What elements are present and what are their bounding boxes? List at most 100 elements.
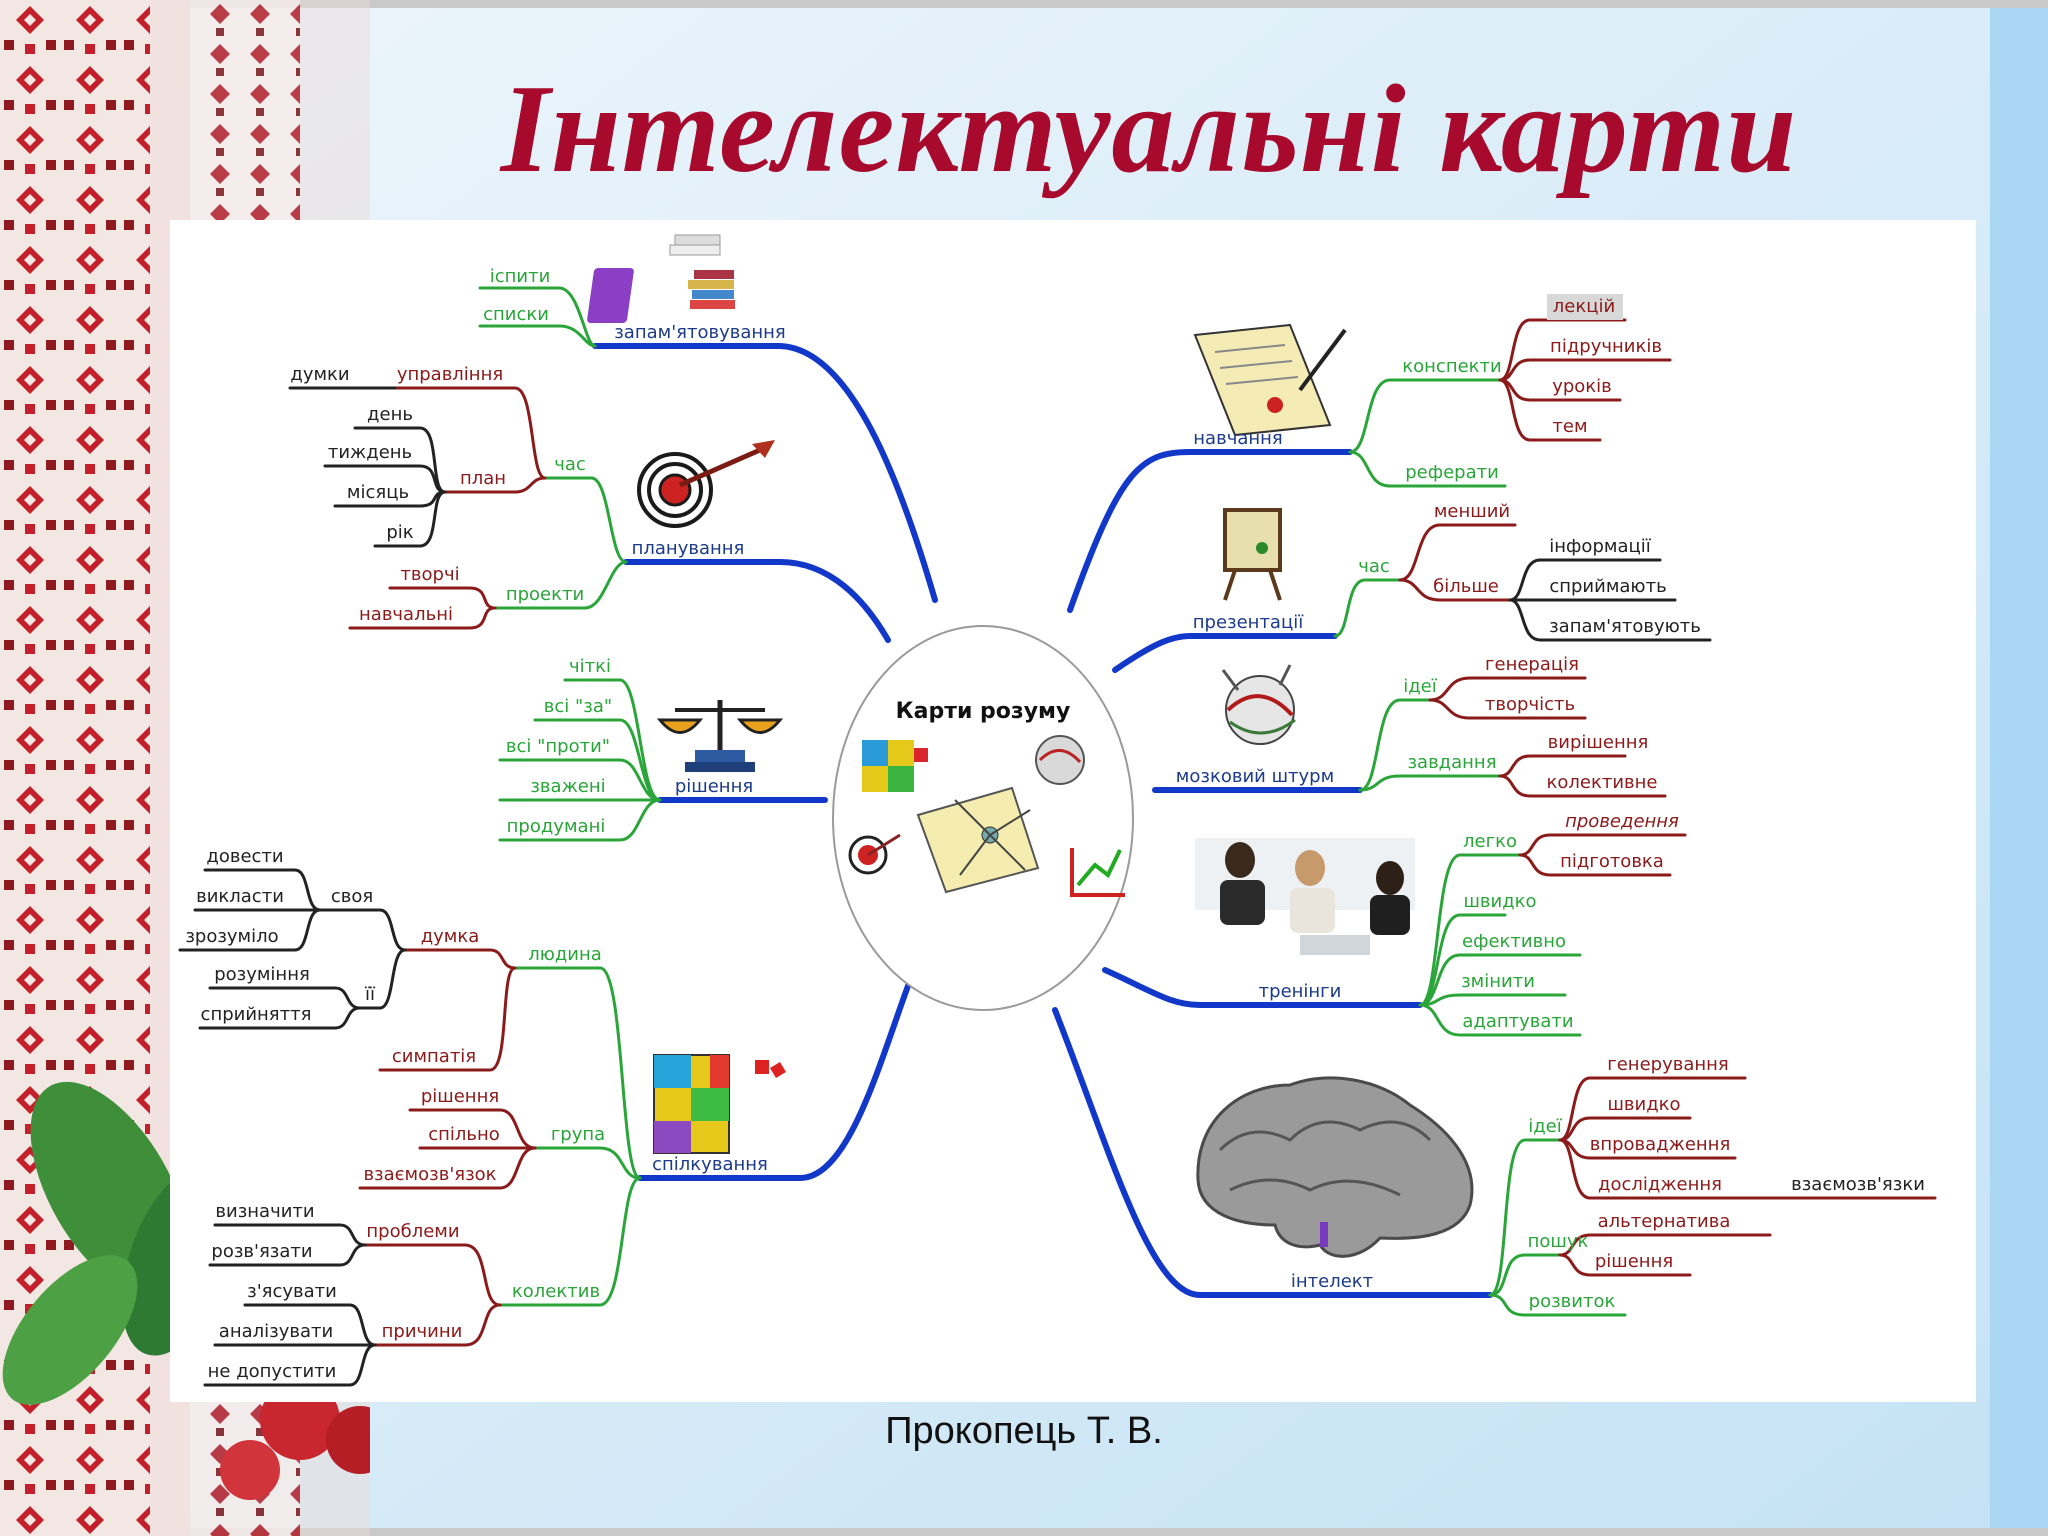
leaf-rishennia-grupa[interactable]: рішення [421,1086,499,1107]
leaf-pidruchnykiv[interactable]: підручників [1550,336,1662,357]
leaf-ispyty[interactable]: іспити [490,266,551,287]
branch-line-intelekt [1052,1007,1493,1298]
leaf-vprovadzhennia[interactable]: впровадження [1590,1134,1731,1155]
node-yii[interactable]: її [364,984,376,1005]
leaf-adaptuvaty[interactable]: адаптувати [1462,1011,1573,1032]
leaf-den[interactable]: день [367,404,413,425]
leaf-vzaiemozviazok[interactable]: взаємозв'язок [363,1164,496,1185]
leaf-rik[interactable]: рік [386,522,413,543]
node-chas-right[interactable]: час [1358,556,1390,577]
branch-navch[interactable]: навчання [1193,428,1282,449]
branch-line-prez [1112,633,1338,673]
leaf-alternatyva[interactable]: альтернатива [1598,1211,1731,1232]
node-chas-left[interactable]: час [554,454,586,475]
node-idei-mozk[interactable]: ідеї [1403,676,1438,697]
leaf-navchalni[interactable]: навчальні [359,604,453,625]
node-idei-intelekt[interactable]: ідеї [1528,1116,1563,1137]
node-svoia[interactable]: своя [331,886,373,907]
leaf-tyzhden[interactable]: тиждень [328,442,412,463]
node-kolektyv[interactable]: колектив [512,1281,600,1302]
leaf-zrozumilo[interactable]: зрозуміло [185,926,278,947]
brain-icon [1196,1076,1474,1258]
leaf-zvazheni[interactable]: зважені [530,776,605,797]
node-poshuk[interactable]: пошук [1528,1231,1589,1252]
node-liudyna[interactable]: людина [528,944,602,965]
leaf-vyrishennia[interactable]: вирішення [1548,732,1649,753]
node-proekty[interactable]: проекти [506,584,584,605]
leaf-pidgotovka[interactable]: підготовка [1560,851,1664,872]
slide-title: Інтелектуальні карти [500,60,1798,199]
growth-chart-icon [1070,848,1125,897]
leaf-shvydko-trening[interactable]: швидко [1463,891,1536,912]
leaf-vsi-proty[interactable]: всі "проти" [506,736,610,757]
leaf-rozviazaty[interactable]: розв'язати [211,1241,312,1262]
leaf-dumky[interactable]: думки [290,364,349,385]
node-bilshe[interactable]: більше [1433,576,1499,597]
leaf-tvorchist[interactable]: творчість [1485,694,1575,715]
leaf-efektyvno[interactable]: ефективно [1462,931,1566,952]
branch-spilk[interactable]: спілкування [652,1154,768,1175]
leaf-vsi-za[interactable]: всі "за" [544,696,612,717]
leaf-chitki[interactable]: чіткі [569,656,611,677]
leaf-produmani[interactable]: продумані [507,816,606,837]
branch-line-trening [1102,967,1423,1008]
leaf-zminyty[interactable]: змінити [1461,971,1535,992]
node-problemy[interactable]: проблеми [366,1221,459,1242]
branch-mozk[interactable]: мозковий штурм [1176,766,1334,787]
leaf-heneruvannia[interactable]: генерування [1607,1054,1728,1075]
puzzle-icon [862,740,928,792]
leaf-vzaiemozviazky[interactable]: взаємозв'язки [1791,1174,1925,1195]
leaf-kolektyvne[interactable]: колективне [1547,772,1658,793]
leaf-informatsii[interactable]: інформації [1549,536,1651,557]
center-label: Карти розуму [896,699,1071,724]
node-referaty[interactable]: реферати [1405,462,1499,483]
leaf-tvorchi[interactable]: творчі [400,564,459,585]
leaf-spilno[interactable]: спільно [428,1124,500,1145]
branch-planuv[interactable]: планування [632,538,745,559]
leaf-urokiv[interactable]: уроків [1552,376,1612,397]
node-zavdannia[interactable]: завдання [1407,752,1496,773]
branch-zapam[interactable]: запам'ятовування [614,322,786,343]
leaf-ne-dopustyty[interactable]: не допустити [208,1361,337,1382]
branch-line-navch [1067,449,1353,613]
leaf-sympatiia[interactable]: симпатія [392,1046,476,1067]
books-icon [587,234,735,323]
author-caption: Прокопець Т. В. [885,1410,1163,1452]
node-plan[interactable]: план [460,468,506,489]
branch-prez[interactable]: презентації [1193,612,1304,633]
leaf-zapamiatovuiut[interactable]: запам'ятовують [1549,616,1701,637]
branch-intelekt[interactable]: інтелект [1291,1271,1373,1292]
brainstorm-icon [1221,664,1296,745]
leaf-spryimaiut[interactable]: сприймають [1549,576,1666,597]
leaf-shvydko-intelekt[interactable]: швидко [1607,1094,1680,1115]
leaf-provedennia[interactable]: проведення [1565,811,1679,832]
training-photo [1195,838,1415,973]
node-dumka[interactable]: думка [421,926,480,947]
leaf-vyznachyty[interactable]: визначити [215,1201,314,1222]
leaf-rozvytok[interactable]: розвиток [1529,1291,1616,1312]
leaf-doslidzhennia[interactable]: дослідження [1598,1174,1722,1195]
leaf-rozuminnia[interactable]: розуміння [214,964,310,985]
leaf-analizuvaty[interactable]: аналізувати [219,1321,333,1342]
node-prychyny[interactable]: причини [382,1321,463,1342]
leaf-lektsii[interactable]: лекцій [1553,296,1615,317]
leaf-spryiniattia[interactable]: сприйняття [201,1004,312,1025]
node-grupa[interactable]: група [551,1124,605,1145]
leaf-misiats[interactable]: місяць [347,482,409,503]
leaf-menshyi[interactable]: менший [1434,501,1510,522]
branch-trening[interactable]: тренінги [1259,981,1342,1002]
leaf-vyklasty[interactable]: викласти [196,886,284,907]
branch-rishennia[interactable]: рішення [675,776,753,797]
node-legko[interactable]: легко [1463,831,1517,852]
leaf-dovesty[interactable]: довести [206,846,283,867]
leaf-rishennia-intelekt[interactable]: рішення [1595,1251,1673,1272]
leaf-spysky[interactable]: списки [483,304,549,325]
target-icon [848,833,901,875]
leaf-ziasuvaty[interactable]: з'ясувати [247,1281,337,1302]
leaf-tem[interactable]: тем [1552,416,1587,437]
node-konspekty[interactable]: конспекти [1402,356,1501,377]
scales-icon [656,700,784,772]
leaf-heneratsiia[interactable]: генерація [1485,654,1579,675]
node-upravlinnia[interactable]: управління [397,364,503,385]
center-node[interactable]: Карти розуму [832,625,1134,1011]
